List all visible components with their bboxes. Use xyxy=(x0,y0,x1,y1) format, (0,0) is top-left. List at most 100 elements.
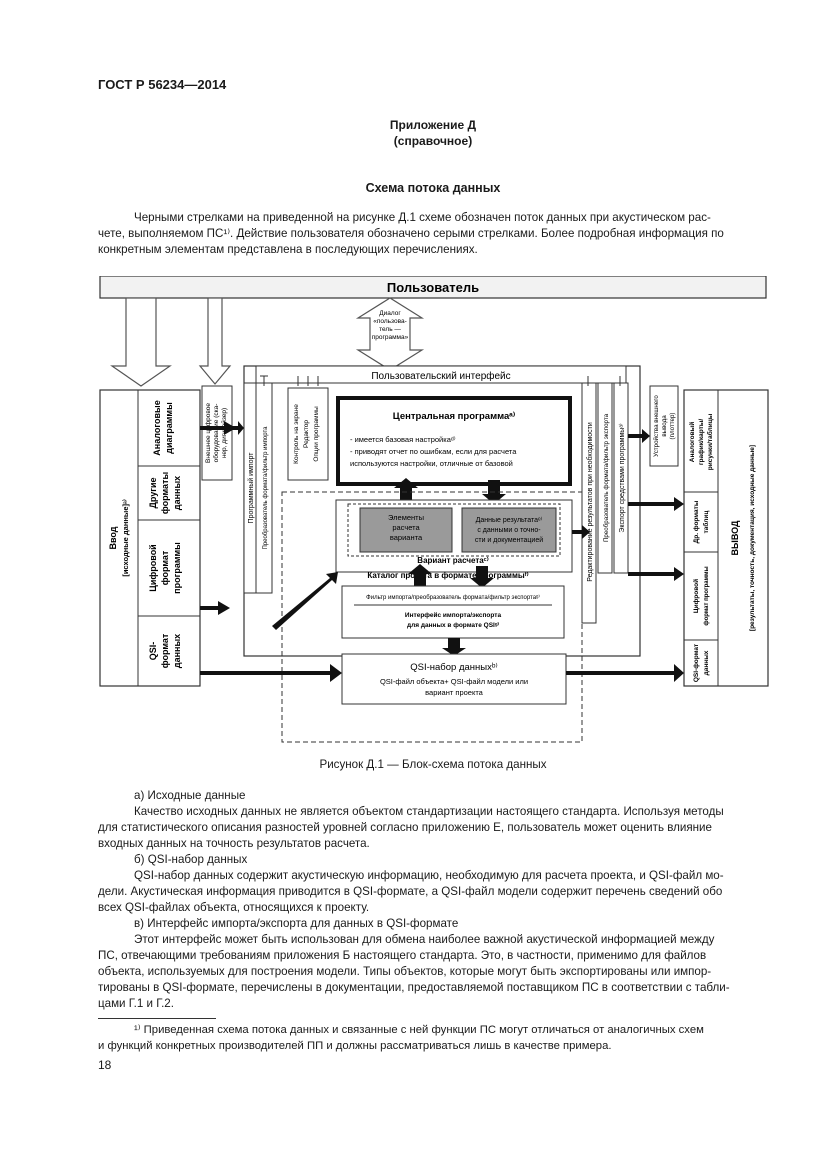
footnote-line-2: и функций конкретных производителей ПП и… xyxy=(98,1040,612,1052)
results-box xyxy=(461,507,557,553)
item-a-label: а) Исходные данные xyxy=(134,789,246,802)
qsi-interface-box xyxy=(341,585,565,639)
results-line-2: с данными о точно- xyxy=(477,527,541,534)
ui-bar xyxy=(255,365,627,384)
output-column xyxy=(683,389,769,687)
elements-line-3: варианта xyxy=(390,533,423,542)
central-line-2: - приводят отчет по ошибкам, если для ра… xyxy=(350,447,517,456)
user-arrow-device xyxy=(198,297,232,385)
item-b-text-1: QSI-набор данных содержит акустическую и… xyxy=(134,869,724,882)
figure-caption: Рисунок Д.1 — Блок-схема потока данных xyxy=(319,758,547,771)
qsi-set-box xyxy=(341,653,567,705)
central-line-3: используются настройки, отличные от базо… xyxy=(350,459,513,468)
input-analog-1: Аналоговые xyxy=(152,400,162,455)
input-other-3: данных xyxy=(172,476,182,510)
input-digital-1: Цифровой xyxy=(148,544,158,591)
qsi-set-line-2: вариант проекта xyxy=(425,688,484,697)
item-b-label: б) QSI-набор данных xyxy=(134,853,248,866)
ui-label: Пользовательский интерфейс xyxy=(371,370,510,382)
item-a-text-2: для статистического описания разностей у… xyxy=(98,821,712,834)
footnote-line-1: ¹⁾ Приведенная схема потока данных и свя… xyxy=(134,1024,704,1036)
ext-output-2: вывода xyxy=(661,415,668,437)
edit-results-label: Редактирование результатов при необходим… xyxy=(586,422,594,582)
results-line-3: сти и документацией xyxy=(475,536,543,544)
item-c-text-4: тированы в QSI-формате, перечислены в до… xyxy=(98,981,730,994)
user-label: Пользователь xyxy=(387,280,479,295)
export-converter-label: Преобразователь формата/фильтр экспорта xyxy=(603,413,610,542)
interface-line-2: для данных в формате QSIᵍ⁾ xyxy=(407,621,499,629)
input-qsi-3: данных xyxy=(172,634,182,668)
screen-control-3: Опции программы xyxy=(313,406,320,462)
item-c-text-5: цами Г.1 и Г.2. xyxy=(98,997,174,1010)
filter-label: Фильтр импорта/преобразователь формата/ф… xyxy=(366,594,540,601)
dialog-line-4: программа» xyxy=(372,334,409,341)
central-program-box xyxy=(336,396,572,486)
output-title-sub: [результаты, точность, документация, исх… xyxy=(749,445,756,631)
output-qsi-1: QSI-формат xyxy=(693,644,700,682)
document-header: ГОСТ Р 56234—2014 xyxy=(98,77,227,92)
output-other-1: Др. форматы xyxy=(693,500,700,543)
program-import-label: Программный импорт xyxy=(247,452,255,524)
qsi-set-line-1: QSI-файл объекта+ QSI-файл модели или xyxy=(380,677,528,686)
ext-output-box xyxy=(649,385,679,467)
central-title: Центральная программаᵃ⁾ xyxy=(393,411,516,422)
dialog-line-2: «пользова- xyxy=(373,318,406,325)
user-bar xyxy=(99,275,767,299)
output-qsi-2: данных xyxy=(703,650,710,675)
output-other-2: таблиц xyxy=(702,511,710,534)
item-c-text-2: ПС, отвечающими требованиям приложения Б… xyxy=(98,949,707,962)
input-title: Ввод xyxy=(108,526,118,549)
screen-controls-box xyxy=(287,387,329,481)
intro-line-1: Черными стрелками на приведенной на рису… xyxy=(134,211,711,224)
item-c-text-3: объекта, используемых для построения мод… xyxy=(98,965,712,978)
export-tools-label: Экспорт средствами программыᵃ⁾ xyxy=(618,423,626,533)
output-digital-1: Цифровой xyxy=(692,579,700,613)
elements-line-1: Элементы xyxy=(388,513,424,522)
ext-output-1: Устройства внешнего xyxy=(653,395,660,457)
input-analog-2: диаграммы xyxy=(164,402,174,454)
appendix-subtitle: (справочное) xyxy=(393,134,473,148)
output-title: ВЫВОД xyxy=(730,520,740,555)
item-b-text-2: дели. Акустическая информация приводится… xyxy=(98,885,723,898)
flow-diagram: Пользователь Диалог «пользова- тель — пр… xyxy=(98,275,770,746)
interface-line-1: Интерфейс импорта/экспорта xyxy=(405,611,502,619)
dialog-line-3: тель — xyxy=(379,326,401,333)
footnote-divider xyxy=(98,1018,216,1019)
dialog-line-1: Диалог xyxy=(379,310,401,317)
section-title: Схема потока данных xyxy=(365,181,501,195)
item-c-label: в) Интерфейс импорта/экспорта для данных… xyxy=(134,917,459,930)
input-other-1: Другие xyxy=(148,477,158,508)
item-c-text-1: Этот интерфейс может быть использован дл… xyxy=(134,933,715,946)
output-analog-3: рисунки/таблицы xyxy=(706,413,714,470)
output-digital-2: формат программы xyxy=(703,566,710,625)
input-qsi-1: QSI- xyxy=(148,642,158,661)
screen-control-2: Редактор xyxy=(303,420,310,448)
input-other-2: форматы xyxy=(160,472,170,515)
page-number: 18 xyxy=(98,1058,112,1072)
input-qsi-2: формат xyxy=(160,633,170,668)
screen-control-1: Контроль на экране xyxy=(293,404,300,464)
ext-device-1: Внешнее цифровое xyxy=(205,403,212,463)
user-arrow-left xyxy=(110,297,172,387)
elements-box xyxy=(359,507,453,553)
intro-line-3: конкретным элементам представлена в посл… xyxy=(98,243,478,256)
item-a-text-1: Качество исходных данных не является объ… xyxy=(134,805,724,818)
input-digital-3: программы xyxy=(172,542,182,594)
item-b-text-3: всех QSI-файлах объекта, относящихся к п… xyxy=(98,901,370,914)
ext-device-2: оборудование (ска- xyxy=(212,404,220,463)
import-converter-label: Преобразователь формата/фильтр импорта xyxy=(263,426,269,550)
elements-line-2: расчета xyxy=(392,523,420,532)
qsi-set-title: QSI-набор данныхᵇ⁾ xyxy=(410,662,498,673)
item-a-text-3: входных данных на точность результатов р… xyxy=(98,837,370,850)
input-digital-2: формат xyxy=(160,550,170,585)
appendix-title: Приложение Д xyxy=(389,118,477,132)
output-analog-2: график/карты/ xyxy=(698,419,705,466)
catalog-label: Каталог проекта в формате программыᶠ⁾ xyxy=(367,571,528,580)
output-analog-1: Аналоговый xyxy=(688,422,696,462)
central-line-1: - имеется базовая настройкаᵈ⁾ xyxy=(350,435,456,444)
intro-line-2: чете, выполняемом ПС¹⁾. Действие пользов… xyxy=(98,227,724,240)
input-column xyxy=(99,389,201,687)
input-title-sub: [исходные данные]ᵃ⁾ xyxy=(121,499,130,576)
variant-label: Вариант расчетаᶜ⁾ xyxy=(417,556,488,565)
ext-output-3: (плоттер) xyxy=(669,413,676,440)
